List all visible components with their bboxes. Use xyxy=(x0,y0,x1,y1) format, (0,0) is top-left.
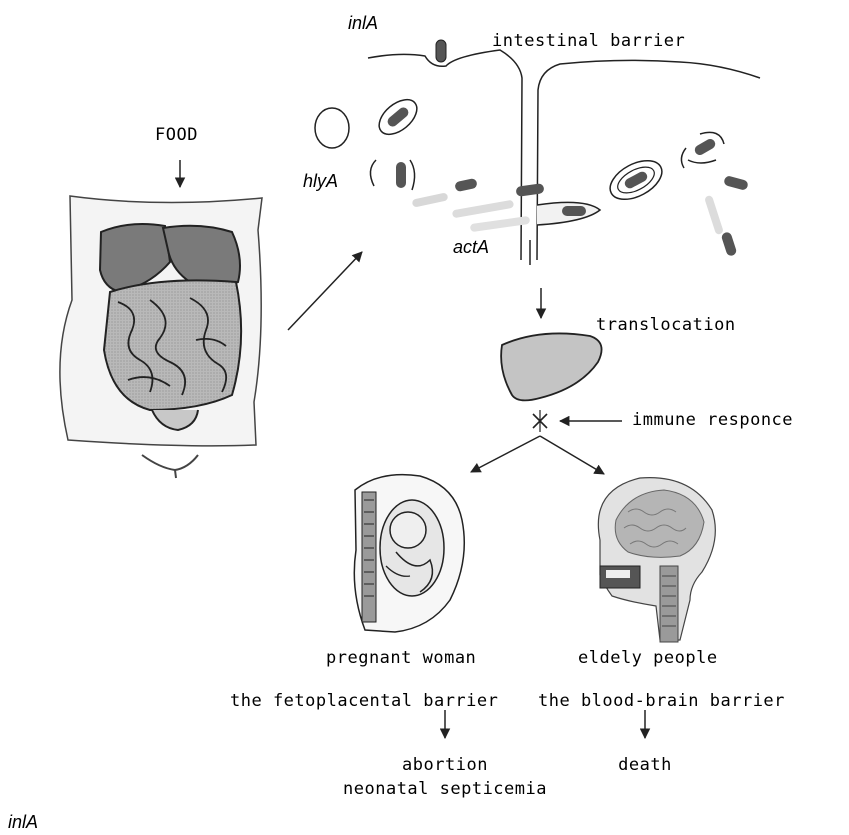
intestinal-barrier-illustration xyxy=(315,40,760,265)
fetoplacental-barrier-label: the fetoplacental barrier xyxy=(230,693,498,710)
branch-arrow-left xyxy=(471,436,540,472)
elderly-people-label: eldely people xyxy=(578,650,718,667)
gene-inla-footer-label: inlA xyxy=(8,813,38,831)
liver-icon xyxy=(501,333,601,400)
blood-brain-barrier-label: the blood-brain barrier xyxy=(538,693,785,710)
outcome-death-label: death xyxy=(595,757,695,774)
intestinal-barrier-label: intestinal barrier xyxy=(492,33,685,50)
food-label: FOOD xyxy=(155,127,198,144)
pregnant-uterus-illustration xyxy=(354,475,464,632)
branch-arrow-right xyxy=(540,436,604,474)
abdomen-illustration xyxy=(60,196,262,478)
bacterium xyxy=(436,40,446,62)
gene-acta-label: actA xyxy=(453,238,489,256)
abdomen-to-barrier-arrow xyxy=(288,252,362,330)
pregnant-woman-label: pregnant woman xyxy=(326,650,476,667)
gene-inla-label: inlA xyxy=(348,14,378,32)
gene-hlya-label: hlyA xyxy=(303,172,338,190)
outcome-abortion-label: abortion xyxy=(335,757,555,774)
translocation-label: translocation xyxy=(596,317,736,334)
outcome-neonatal-septicemia-label: neonatal septicemia xyxy=(335,781,555,798)
head-brain-illustration xyxy=(598,478,715,642)
immune-response-label: immune responce xyxy=(632,412,793,429)
x-mark-icon xyxy=(533,410,547,432)
